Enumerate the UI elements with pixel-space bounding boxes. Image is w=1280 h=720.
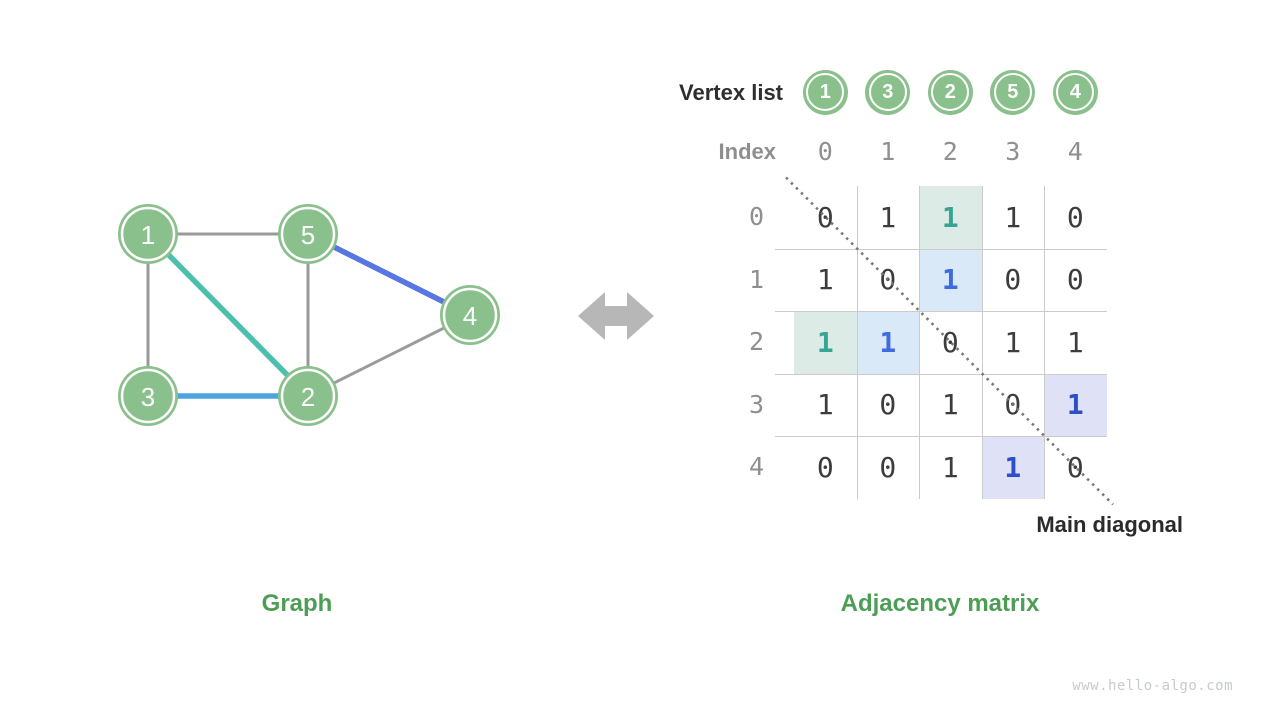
grid-line-horizontal	[775, 373, 1107, 375]
circle-ring	[931, 73, 970, 111]
grid-line-horizontal	[775, 248, 1107, 250]
matrix-cell-0-1: 1	[879, 200, 897, 234]
double-arrow-icon	[578, 292, 654, 340]
graph-drawing: 1 5 4 3 2	[118, 204, 500, 426]
matrix-cell-3-2: 1	[941, 388, 959, 422]
vertex-number: 3	[882, 80, 894, 103]
main-diagonal-label: Main diagonal	[1036, 512, 1183, 537]
index-digit-4: 4	[1067, 137, 1083, 166]
index-digit-1: 1	[880, 137, 896, 166]
matrix-cell-2-1: 1	[856, 311, 919, 374]
circle-ring	[806, 73, 845, 111]
matrix-cell-1-2: 1	[919, 248, 982, 311]
grid-line-horizontal	[775, 436, 1107, 437]
graph-node-5: 5	[278, 204, 338, 264]
index-digit-2: 2	[942, 137, 958, 166]
graph-edge-2-4	[307, 313, 471, 398]
vertex-list-label: Vertex list	[679, 80, 783, 105]
watermark-url: www.hello-algo.com	[1072, 678, 1233, 694]
matrix-cell-2-3: 1	[1004, 325, 1022, 359]
index-digit-0: 0	[817, 137, 833, 166]
grid-line-vertical	[981, 186, 983, 499]
graph-edge-5-4	[306, 231, 472, 318]
main-diagonal-dotted-line	[785, 176, 1114, 506]
matrix-cell-4-4: 0	[1066, 450, 1084, 484]
vertex-list-circle-4: 4	[1052, 69, 1098, 115]
row-label-2: 2	[748, 327, 765, 357]
matrix-cell-2-2: 0	[941, 325, 959, 359]
matrix-cell-2-0: 1	[794, 311, 857, 374]
svg-text:3: 3	[141, 382, 155, 412]
matrix-cell-4-2: 1	[941, 450, 959, 484]
graph-node-1: 1	[118, 204, 178, 264]
vertex-number: 2	[944, 80, 956, 103]
circle-ring	[993, 73, 1032, 111]
matrix-cell-3-1: 0	[879, 388, 897, 422]
matrix-cell-0-3: 1	[1004, 200, 1022, 234]
graph-node-2: 2	[278, 366, 338, 426]
svg-text:4: 4	[463, 301, 477, 331]
grid-line-horizontal	[775, 311, 1107, 312]
grid-line-vertical	[919, 186, 920, 499]
vertex-list-circle-5: 5	[990, 69, 1036, 115]
matrix-cell-2-4: 1	[1066, 325, 1084, 359]
graph-node-4: 4	[440, 285, 500, 345]
matrix-cell-0-2: 1	[919, 186, 982, 249]
index-label: Index	[718, 139, 776, 164]
graph-edge-1-2	[146, 232, 310, 398]
circle-ring	[868, 73, 907, 111]
matrix-cell-4-1: 0	[879, 450, 897, 484]
matrix-cell-1-0: 1	[816, 263, 834, 297]
graph-node-3: 3	[118, 366, 178, 426]
row-label-0: 0	[748, 202, 765, 232]
vertex-number: 1	[819, 80, 831, 103]
vertex-list-circle-2: 2	[927, 69, 973, 115]
vertex-list-circle-1: 1	[802, 69, 848, 115]
svg-text:2: 2	[301, 382, 315, 412]
matrix-cell-0-0: 0	[816, 200, 834, 234]
adjacency-matrix-caption: Adjacency matrix	[840, 590, 1040, 617]
vertex-number: 4	[1069, 80, 1081, 103]
svg-text:5: 5	[301, 220, 315, 250]
row-label-4: 4	[748, 452, 765, 482]
circle-ring	[1056, 73, 1095, 111]
matrix-cell-4-0: 0	[816, 450, 834, 484]
index-digit-3: 3	[1005, 137, 1021, 166]
vertex-number: 5	[1007, 80, 1019, 103]
grid-line-vertical	[1044, 186, 1045, 499]
matrix-cell-3-0: 1	[816, 388, 834, 422]
matrix-cell-1-3: 0	[1004, 263, 1022, 297]
matrix-cell-0-4: 0	[1066, 200, 1084, 234]
matrix-cell-1-4: 0	[1066, 263, 1084, 297]
row-label-3: 3	[748, 389, 765, 419]
grid-line-vertical	[856, 186, 858, 499]
matrix-cell-4-3: 1	[981, 436, 1044, 499]
graph-caption: Graph	[261, 590, 333, 617]
row-label-1: 1	[748, 264, 765, 294]
svg-text:1: 1	[141, 220, 155, 250]
vertex-list-circle-3: 3	[865, 69, 911, 115]
matrix-cell-3-4: 1	[1044, 373, 1107, 436]
